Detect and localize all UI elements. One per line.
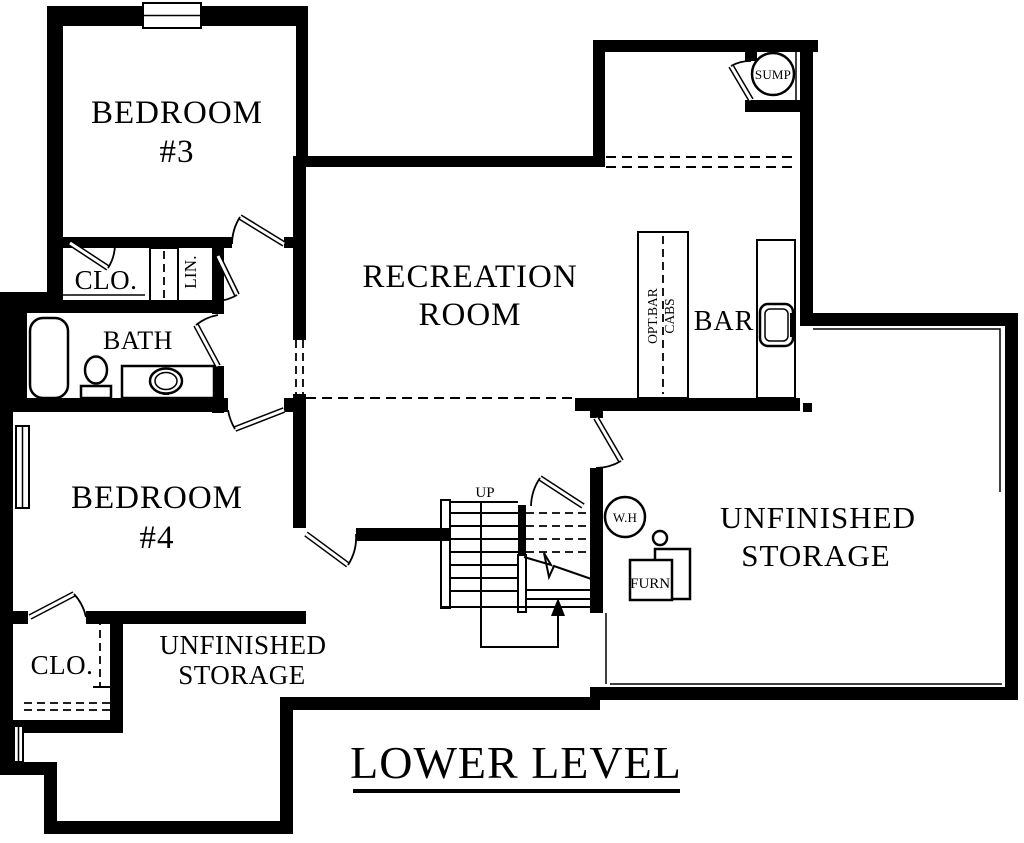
wall-step-left-h <box>0 762 57 775</box>
storage-lower-label-line2: STORAGE <box>178 660 306 690</box>
bed3-closet-label: CLO. <box>75 265 138 295</box>
wall-lower-step-right <box>280 697 293 834</box>
wall-bed3-bottom-b <box>284 237 296 248</box>
bar-sink-inner <box>764 308 789 342</box>
wall-bed4-top-b <box>284 398 306 412</box>
stair-up-arrowhead <box>551 598 565 616</box>
linen-label: LIN. <box>181 255 200 288</box>
plan-title: LOWER LEVEL <box>350 737 682 788</box>
wall-bottom-left <box>44 821 293 834</box>
bed4-closet-label: CLO. <box>31 650 94 680</box>
wall-bed4-top-a <box>0 398 228 412</box>
sump-label: SUMP <box>755 67 791 82</box>
hall-cabinet <box>149 247 179 303</box>
wall-left-exterior <box>0 292 13 775</box>
recreation-label-line2: ROOM <box>418 297 521 333</box>
water-heater <box>603 495 647 539</box>
storage-right-label-line1: UNFINISHED <box>720 500 916 535</box>
walls <box>0 6 1018 834</box>
sump-pump <box>750 51 796 97</box>
bedroom3-label-line2: #3 <box>160 134 195 170</box>
bath-fixtures <box>28 316 216 400</box>
wall-bed4-bottom-a <box>7 611 28 624</box>
windows <box>13 2 797 763</box>
bath-label: BATH <box>103 326 173 355</box>
wall-rec-step-left <box>593 40 605 167</box>
toilet-bowl <box>83 355 109 385</box>
door-sump-closet <box>728 60 754 102</box>
bar-label: BAR <box>694 306 755 337</box>
wall-stair-right <box>590 468 603 613</box>
utilities <box>603 51 796 602</box>
wall-bed3-left <box>47 6 63 308</box>
wall-bed4-right <box>293 412 306 528</box>
wall-right-upper <box>800 40 813 326</box>
structural-post-dot <box>803 403 812 412</box>
stair-break-line <box>523 552 601 583</box>
stair-rail <box>517 554 527 613</box>
wall-wing-bottom <box>590 687 1018 700</box>
stair-treads-lower <box>450 512 518 592</box>
opt-bar-cabinet <box>637 231 689 399</box>
stair-travel-line <box>480 502 559 648</box>
wall-sump-left <box>745 40 757 61</box>
labels: BEDROOM #3 RECREATION ROOM BEDROOM #4 UN… <box>31 67 916 690</box>
toilet-tank <box>79 384 113 400</box>
cabinetry <box>149 231 812 412</box>
title-block: LOWER LEVEL <box>350 737 682 793</box>
plan-title-underline <box>353 789 680 793</box>
door-bed4-closet <box>28 591 87 620</box>
door-rec-to-storage <box>593 416 624 469</box>
wall-lower-bottom <box>280 697 600 710</box>
wall-sump-bottom <box>745 100 812 112</box>
wall-rec-top <box>296 156 593 167</box>
wall-hall-right-upper <box>293 156 306 340</box>
furnace-label: FURN. <box>630 576 674 592</box>
bedroom4-label-line1: BEDROOM <box>71 480 243 516</box>
doors <box>28 60 754 620</box>
storage-lower-label-line1: UNFINISHED <box>160 630 327 660</box>
wall-top-right-section <box>593 40 818 52</box>
wall-bed4-bottom-b <box>86 611 306 624</box>
door-stair-hall <box>530 475 585 509</box>
wall-clo4-right <box>110 611 123 733</box>
storage-right-label-line2: STORAGE <box>741 538 890 573</box>
wall-bar-bottom <box>575 398 800 411</box>
wall-stair-right-node <box>590 398 603 418</box>
recreation-label-line1: RECREATION <box>362 259 577 295</box>
bedroom3-label-line1: BEDROOM <box>91 95 263 131</box>
wall-clo4-bottom <box>7 720 123 733</box>
door-bed3-closet <box>68 240 116 271</box>
wall-bath-top <box>27 300 224 313</box>
bedroom4-label-line2: #4 <box>140 520 175 556</box>
door-bath <box>193 314 221 368</box>
stairs-up-label: UP <box>475 485 494 501</box>
wall-stair-center <box>518 505 526 555</box>
door-lower-storage <box>304 531 357 568</box>
wing-inner-face <box>813 328 1001 492</box>
door-bed3-entry <box>231 214 286 247</box>
door-linen <box>215 254 240 302</box>
vanity-sink-basin <box>154 371 178 391</box>
opt-bar-label-line2: CABS <box>662 298 677 333</box>
wall-wing-top <box>800 313 1018 326</box>
stair-treads-upper-dashed <box>526 512 588 553</box>
bar-sink-ledge <box>790 313 795 337</box>
wall-storage-top <box>356 528 450 541</box>
flue-circle <box>651 529 669 547</box>
wall-bath-left-thick <box>0 292 27 412</box>
opt-bar-label-line1: OPT.BAR <box>645 288 660 344</box>
furnace-front <box>628 558 674 602</box>
wall-step-left-v <box>44 762 57 834</box>
wall-bed3-right <box>296 6 308 167</box>
bathtub <box>28 316 70 400</box>
door-bed4-entry <box>227 407 286 432</box>
wall-wing-right <box>1005 313 1018 700</box>
wall-bed3-bottom-a <box>63 237 232 248</box>
reference-lines <box>24 156 1002 711</box>
water-heater-label: W.H <box>613 510 637 525</box>
stairs <box>440 499 601 648</box>
stair-left-wall <box>440 499 451 609</box>
